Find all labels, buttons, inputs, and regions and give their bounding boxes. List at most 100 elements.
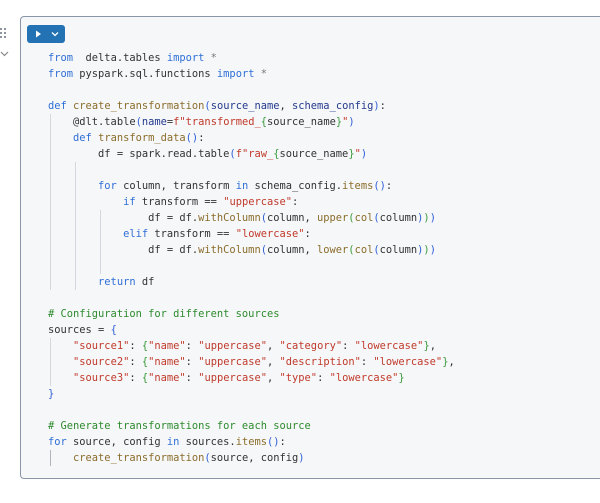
code-token: : xyxy=(129,372,142,384)
code-token: } xyxy=(442,356,449,368)
code-token: items xyxy=(235,436,267,448)
code-token: : xyxy=(379,100,386,112)
code-line xyxy=(48,402,455,418)
collapse-chevron-icon[interactable] xyxy=(0,50,10,58)
code-token: " xyxy=(342,116,349,128)
code-line: @dlt.table(name=f"transformed_{source_na… xyxy=(48,114,455,130)
code-token: : xyxy=(292,196,299,208)
code-token: "lowercase" xyxy=(373,356,443,368)
code-token: "uppercase" xyxy=(223,196,293,208)
code-token xyxy=(48,276,98,288)
code-token: lower xyxy=(317,244,349,256)
code-token: "name" xyxy=(148,372,186,384)
indent-guide xyxy=(50,450,51,466)
code-token: : xyxy=(360,356,374,368)
code-token: column, xyxy=(266,244,318,256)
code-token: : xyxy=(304,228,311,240)
code-token: source_name xyxy=(267,116,336,128)
code-token: @dlt.table xyxy=(48,116,136,128)
code-token: create_transformation xyxy=(73,100,205,112)
indent-guide xyxy=(50,338,51,386)
code-token: "uppercase" xyxy=(198,356,268,368)
code-token: , xyxy=(267,372,280,384)
code-token: = xyxy=(166,116,174,128)
code-token: df = spark.read.table xyxy=(48,148,230,160)
code-token: ) xyxy=(423,212,430,224)
code-token: ) xyxy=(373,100,380,112)
code-line: df = df.withColumn(column, lower(col(col… xyxy=(48,242,455,258)
code-token: "lowercase" xyxy=(354,340,424,352)
code-token: col xyxy=(354,244,374,256)
code-token: ) xyxy=(348,116,355,128)
code-token: "source1" xyxy=(73,340,130,352)
code-token: elif xyxy=(123,228,149,240)
code-token: transform == xyxy=(148,228,236,240)
code-token: } xyxy=(423,340,430,352)
code-token: ( xyxy=(135,116,142,128)
code-token: upper xyxy=(317,212,349,224)
code-token: "source3" xyxy=(73,372,130,384)
code-token: column, transform xyxy=(116,180,236,192)
code-token: , xyxy=(429,340,436,352)
code-token: ( xyxy=(260,244,267,256)
code-token: { xyxy=(110,324,117,336)
code-line: from pyspark.sql.functions import * xyxy=(48,66,455,82)
code-token: , xyxy=(267,356,280,368)
code-token: column, xyxy=(266,212,318,224)
code-token: column xyxy=(379,244,418,256)
code-token xyxy=(48,180,98,192)
code-editor[interactable]: from delta.tables import *from pyspark.s… xyxy=(48,50,455,466)
code-token: schema_config. xyxy=(248,180,343,192)
indent-guide xyxy=(100,210,101,274)
code-token: } xyxy=(48,388,55,400)
code-cell[interactable] xyxy=(20,16,600,479)
code-token: "uppercase" xyxy=(198,372,268,384)
code-token: ) xyxy=(298,452,305,464)
code-token: ) xyxy=(423,244,430,256)
code-token: : xyxy=(185,356,199,368)
code-token: " xyxy=(354,148,361,160)
code-token: pyspark.sql.functions xyxy=(73,68,217,80)
code-line: elif transform == "lowercase": xyxy=(48,226,455,242)
code-line: } xyxy=(48,386,455,402)
code-line xyxy=(48,162,455,178)
code-token: () xyxy=(373,180,386,192)
code-token: items xyxy=(342,180,374,192)
drag-handle-icon[interactable] xyxy=(0,28,9,40)
code-line: create_transformation(source, config) xyxy=(48,450,455,466)
code-token: col xyxy=(354,212,374,224)
code-line: from delta.tables import * xyxy=(48,50,455,66)
play-icon xyxy=(36,30,41,38)
code-line xyxy=(48,258,455,274)
code-token: "name" xyxy=(148,340,186,352)
code-token: source, config xyxy=(66,436,167,448)
code-token: : xyxy=(129,340,142,352)
code-token: , xyxy=(448,356,455,368)
code-token: "type" xyxy=(279,372,318,384)
code-line: for column, transform in schema_config.i… xyxy=(48,178,455,194)
code-token: create_transformation xyxy=(73,452,205,464)
code-token xyxy=(48,452,73,464)
code-token: source_name xyxy=(210,100,280,112)
code-token xyxy=(48,132,73,144)
indent-guide xyxy=(50,114,51,290)
code-line: "source1": {"name": "uppercase", "catego… xyxy=(48,338,455,354)
code-token: : xyxy=(279,436,286,448)
run-cell-button[interactable] xyxy=(27,25,65,43)
code-token xyxy=(48,372,73,384)
code-line: if transform == "uppercase": xyxy=(48,194,455,210)
code-token: import xyxy=(166,52,205,64)
code-line: "source3": {"name": "uppercase", "type":… xyxy=(48,370,455,386)
code-token: ( xyxy=(204,100,211,112)
chevron-down-icon[interactable] xyxy=(48,25,62,43)
code-token: source, config xyxy=(210,452,299,464)
code-line: def transform_data(): xyxy=(48,130,455,146)
code-token: in xyxy=(235,180,249,192)
code-token: # Generate transformations for each sour… xyxy=(48,420,311,432)
code-token: transform_data xyxy=(98,132,186,144)
code-token: : xyxy=(185,340,199,352)
code-token: * xyxy=(254,68,267,80)
code-token: { xyxy=(260,116,268,128)
code-line: def create_transformation(source_name, s… xyxy=(48,98,455,114)
code-token: () xyxy=(185,132,199,144)
